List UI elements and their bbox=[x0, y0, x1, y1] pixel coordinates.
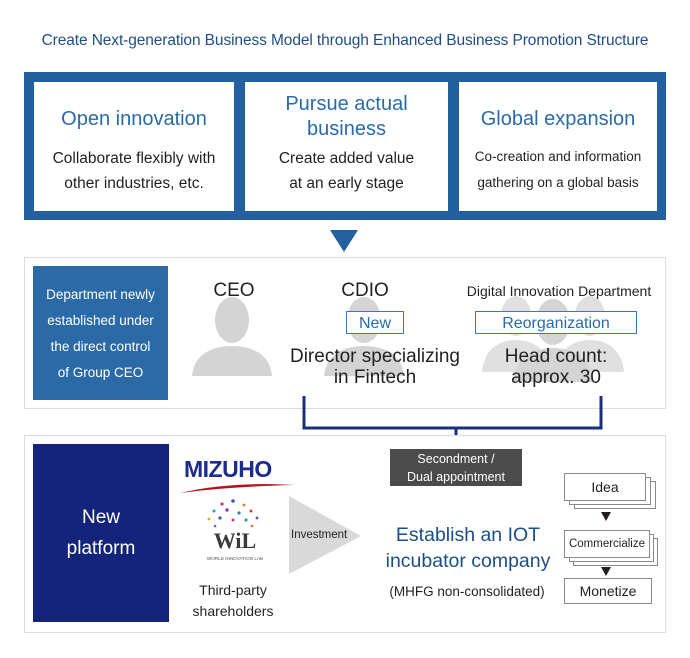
ceo-label: CEO bbox=[213, 280, 255, 301]
cdio-description: Director specializing in Fintech bbox=[289, 346, 460, 388]
third-party-shareholders: Third-party shareholders bbox=[192, 582, 274, 619]
new-tag: New bbox=[346, 311, 404, 334]
mizuho-logo: MIZUHO bbox=[184, 456, 272, 482]
cdio-label: CDIO bbox=[341, 280, 389, 301]
page-title: Create Next-generation Business Model th… bbox=[41, 32, 649, 49]
pillar-title: Global expansion bbox=[480, 108, 636, 130]
pillar-desc: Co-creation and information gathering on… bbox=[474, 149, 642, 190]
iot-incubator-title: Establish an IOT incubator company bbox=[385, 524, 551, 572]
dept-description-box: Department newly established under the d… bbox=[33, 266, 168, 400]
mizuho-swoosh-icon bbox=[180, 484, 294, 493]
secondment-box: Secondment / Dual appointment bbox=[390, 449, 522, 486]
down-arrow-icon bbox=[330, 230, 358, 252]
svg-text:WiL: WiL bbox=[214, 528, 256, 553]
pillar-desc: Create added value at an early stage bbox=[278, 150, 415, 192]
step-arrow-icon bbox=[601, 567, 611, 576]
did-headcount: Head count: approx. 30 bbox=[504, 346, 608, 388]
pillar-global-expansion: Global expansion Co-creation and informa… bbox=[459, 82, 657, 211]
svg-text:WORLD INNOVATION LAB: WORLD INNOVATION LAB bbox=[207, 556, 263, 561]
wil-logo: WiL WORLD INNOVATION LAB bbox=[207, 499, 263, 561]
pillar-desc: Collaborate flexibly with other industri… bbox=[52, 150, 216, 192]
new-platform-box: New platform bbox=[33, 444, 169, 622]
pillar-open-innovation: Open innovation Collaborate flexibly wit… bbox=[34, 82, 234, 211]
step-commercialize: Commercialize bbox=[564, 530, 650, 558]
reorganization-tag: Reorganization bbox=[475, 311, 637, 334]
pillar-title: Pursue actual business bbox=[285, 93, 408, 140]
investment-label: Investment bbox=[291, 529, 348, 541]
digital-innovation-dept-label: Digital Innovation Department bbox=[466, 283, 652, 299]
person-silhouette-icon bbox=[192, 297, 272, 376]
investment-arrow-icon bbox=[289, 496, 361, 574]
step-arrow-icon bbox=[601, 512, 611, 521]
pillar-pursue-actual-business: Pursue actual business Create added valu… bbox=[245, 82, 448, 211]
consolidation-note: (MHFG non-consolidated) bbox=[389, 584, 545, 599]
step-monetize: Monetize bbox=[564, 578, 652, 604]
pillar-title: Open innovation bbox=[61, 108, 207, 130]
step-idea: Idea bbox=[564, 473, 646, 501]
